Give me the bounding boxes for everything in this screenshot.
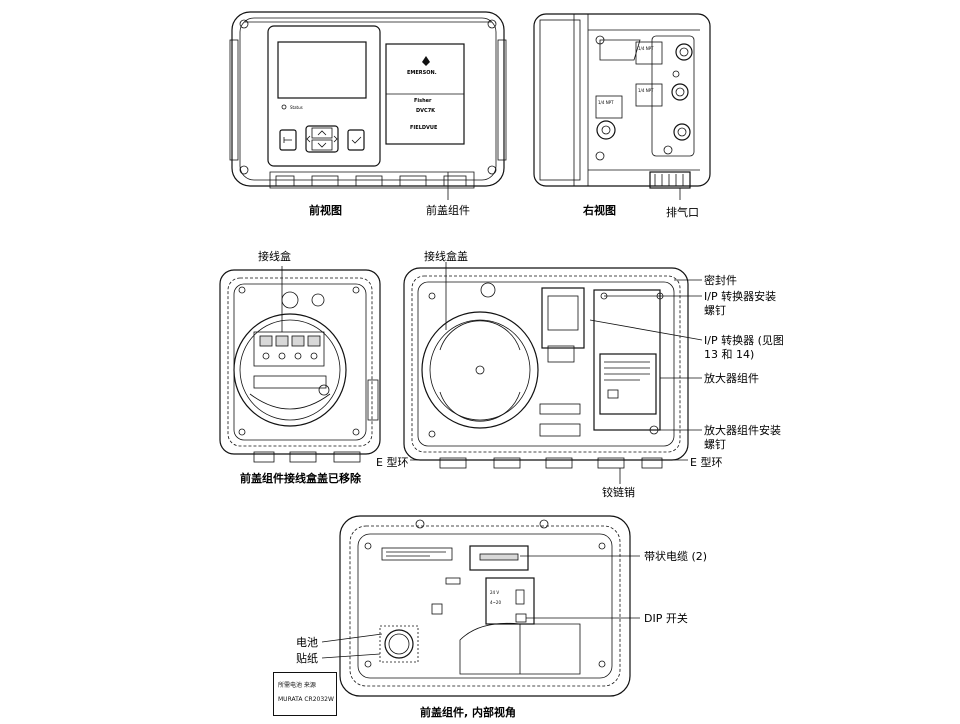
check-icon: [351, 136, 362, 144]
label-ip-screws-2: 螺钉: [704, 304, 726, 317]
label-e-ring-right: E 型环: [690, 455, 722, 469]
right-view-drawing: 1/4 NPT 1/4 NPT 1/4 NPT: [533, 13, 711, 200]
label-ip-converter-2: 13 和 14): [704, 348, 754, 361]
dip-420: 4~20: [490, 600, 501, 605]
front-view-drawing: Status EMERSON. Fisher DVC7K FIELDVUE: [229, 11, 507, 200]
up-arrow-icon: [317, 130, 327, 136]
label-hinge-pin: 铰链销: [602, 485, 635, 499]
exhaust-port: [649, 171, 691, 189]
label-battery: 电池: [296, 636, 318, 649]
label-exhaust-port: 排气口: [666, 205, 699, 219]
battery-note-line2: MURATA CR2032W: [278, 696, 334, 703]
battery: [384, 629, 414, 659]
up-key: [311, 127, 333, 139]
enter-button: [347, 129, 365, 151]
label-dip-switch: DIP 开关: [644, 611, 688, 625]
caption-inside-view: 前盖组件, 内部视角: [420, 705, 516, 719]
battery-note-box: 所需电池 来源 MURATA CR2032W: [273, 672, 337, 716]
label-ribbon-cable: 带状电缆 (2): [644, 549, 707, 563]
label-terminal-box-cover: 接线盒盖: [424, 249, 468, 263]
brand-fisher: Fisher: [414, 98, 432, 104]
label-amplifier: 放大器组件: [704, 371, 759, 385]
label-seal: 密封件: [704, 273, 737, 287]
label-terminal-box: 接线盒: [258, 249, 291, 263]
down-arrow-icon: [317, 142, 327, 148]
caption-right-view: 右视图: [582, 203, 616, 217]
label-front-cover-assembly: 前盖组件: [426, 203, 470, 217]
back-icon: [283, 137, 292, 143]
battery-note-line1: 所需电池 来源: [278, 682, 316, 689]
emerson-logo-icon: [422, 56, 430, 66]
left-arrow-icon: [306, 135, 311, 143]
brand-fieldvue: FIELDVUE: [410, 125, 438, 131]
caption-terminal-cover-removed: 前盖组件接线盒盖已移除: [240, 471, 362, 485]
label-amp-screws-1: 放大器组件安装: [704, 423, 781, 437]
inside-view-drawing: 24 V 4~20: [321, 515, 640, 697]
down-key: [311, 139, 333, 151]
model-name: DVC7K: [416, 108, 436, 114]
port-label-low: 1/4 NPT: [598, 100, 614, 105]
label-ip-screws-1: I/P 转换器安装: [704, 289, 776, 303]
back-button: [279, 129, 297, 151]
label-amp-screws-2: 螺钉: [704, 438, 726, 451]
port-label-mid: 1/4 NPT: [638, 88, 654, 93]
brand-emerson: EMERSON.: [407, 70, 437, 76]
label-ip-converter-1: I/P 转换器 (见图: [704, 333, 784, 347]
dip-24v: 24 V: [490, 590, 499, 595]
assembly-with-cover-drawing: [403, 262, 703, 484]
terminal-box-drawing: [219, 266, 381, 463]
label-sticker: 贴纸: [296, 651, 318, 665]
right-arrow-icon: [333, 135, 338, 143]
label-e-ring-left: E 型环: [376, 455, 408, 469]
caption-front-view: 前视图: [309, 203, 342, 217]
status-label: Status: [290, 105, 303, 110]
port-label-top: 1/4 NPT: [638, 46, 654, 51]
